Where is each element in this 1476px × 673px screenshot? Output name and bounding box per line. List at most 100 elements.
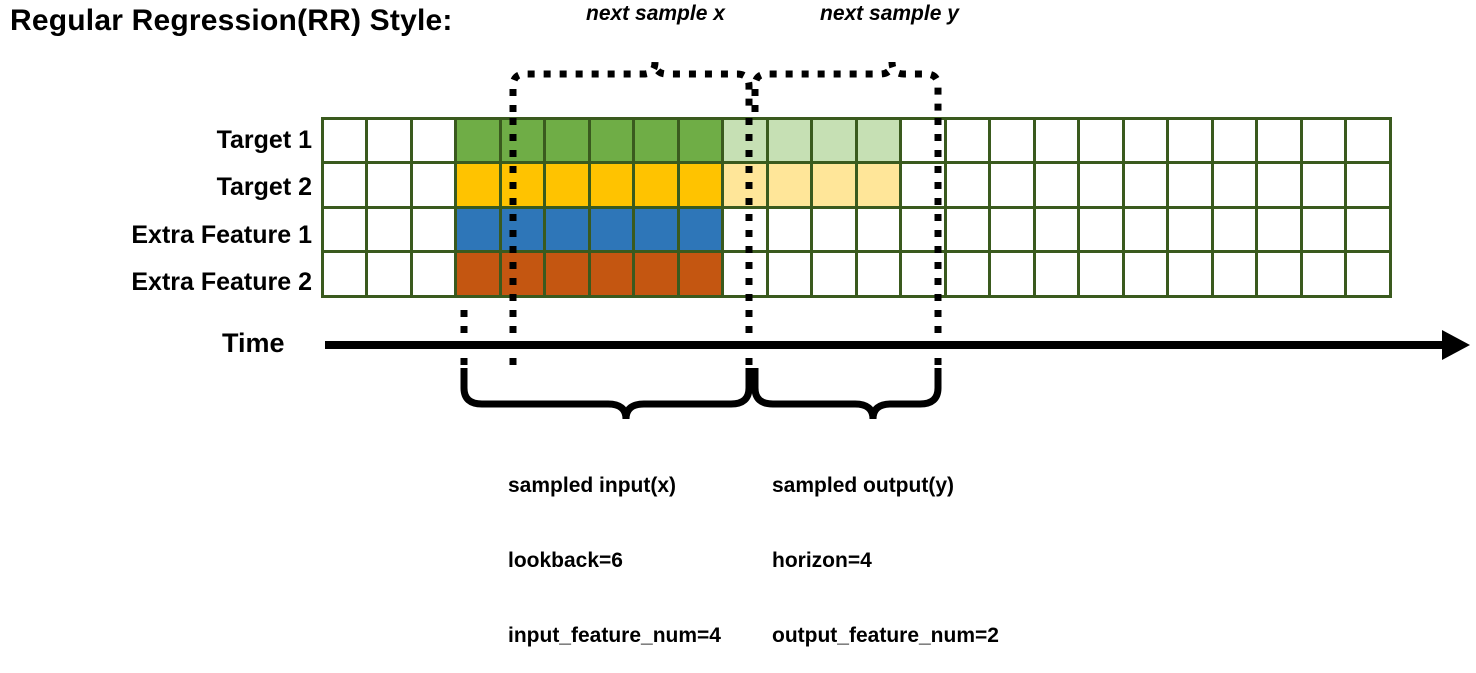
timeline-cell-empty bbox=[988, 250, 1036, 298]
timeline-cell-empty bbox=[1344, 250, 1392, 298]
timeline-cell-empty bbox=[1299, 161, 1347, 209]
timeline-cell-empty bbox=[1255, 205, 1303, 253]
timeline-cell-empty bbox=[1344, 161, 1392, 209]
timeline-row bbox=[320, 205, 1392, 253]
timeline-cell-empty bbox=[1121, 116, 1169, 164]
timeline-cell-empty bbox=[810, 205, 858, 253]
timeline-cell-empty bbox=[1032, 116, 1080, 164]
annotation-next-sample-y: next sample y bbox=[820, 2, 959, 25]
caption-sampled-output: sampled output(y) horizon=4 output_featu… bbox=[772, 423, 999, 673]
brace-bottom-sampled-output bbox=[751, 368, 942, 420]
timeline-cell-input bbox=[587, 161, 635, 209]
timeline-cell-input bbox=[454, 116, 502, 164]
caption-input-line-3: input_feature_num=4 bbox=[508, 624, 721, 647]
timeline-row bbox=[320, 161, 1392, 209]
timeline-cell-input bbox=[632, 116, 680, 164]
timeline-cell-empty bbox=[1255, 116, 1303, 164]
timeline-cell-empty bbox=[1121, 250, 1169, 298]
timeline-cell-empty bbox=[1210, 205, 1258, 253]
caption-output-line-1: sampled output(y) bbox=[772, 474, 954, 497]
timeline-cell-empty bbox=[1077, 205, 1125, 253]
timeline-cell-input bbox=[454, 205, 502, 253]
timeline-cell-empty bbox=[409, 205, 457, 253]
timeline-cell-empty bbox=[1255, 250, 1303, 298]
timeline-cell-empty bbox=[721, 250, 769, 298]
page-title: Regular Regression(RR) Style: bbox=[10, 4, 453, 37]
timeline-cell-output bbox=[854, 161, 902, 209]
timeline-grid bbox=[320, 116, 1392, 298]
timeline-cell-empty bbox=[854, 250, 902, 298]
timeline-cell-empty bbox=[1210, 116, 1258, 164]
timeline-cell-empty bbox=[765, 205, 813, 253]
timeline-cell-empty bbox=[721, 205, 769, 253]
brace-bottom-sampled-input bbox=[460, 368, 753, 420]
timeline-cell-empty bbox=[1121, 161, 1169, 209]
timeline-cell-output bbox=[810, 116, 858, 164]
timeline-cell-empty bbox=[943, 161, 991, 209]
timeline-cell-empty bbox=[409, 250, 457, 298]
timeline-cell-empty bbox=[810, 250, 858, 298]
timeline-cell-output bbox=[810, 161, 858, 209]
timeline-cell-input bbox=[587, 205, 635, 253]
timeline-cell-input bbox=[498, 116, 546, 164]
timeline-cell-empty bbox=[899, 116, 947, 164]
timeline-cell-empty bbox=[854, 205, 902, 253]
timeline-cell-empty bbox=[1077, 250, 1125, 298]
brace-top-next-sample-y bbox=[751, 61, 942, 112]
timeline-cell-empty bbox=[943, 205, 991, 253]
timeline-cell-empty bbox=[365, 116, 413, 164]
timeline-cell-input bbox=[454, 250, 502, 298]
caption-sampled-input: sampled input(x) lookback=6 input_featur… bbox=[508, 423, 721, 673]
timeline-cell-empty bbox=[988, 205, 1036, 253]
timeline-cell-input bbox=[543, 250, 591, 298]
timeline-cell-input bbox=[498, 161, 546, 209]
timeline-cell-empty bbox=[765, 250, 813, 298]
timeline-cell-empty bbox=[1344, 116, 1392, 164]
timeline-cell-empty bbox=[1255, 161, 1303, 209]
annotation-next-sample-x: next sample x bbox=[586, 2, 725, 25]
timeline-cell-input bbox=[498, 250, 546, 298]
timeline-cell-empty bbox=[365, 250, 413, 298]
timeline-cell-empty bbox=[1077, 161, 1125, 209]
caption-input-line-2: lookback=6 bbox=[508, 549, 623, 572]
timeline-cell-empty bbox=[365, 161, 413, 209]
timeline-cell-empty bbox=[1166, 161, 1214, 209]
timeline-cell-empty bbox=[1299, 116, 1347, 164]
timeline-cell-empty bbox=[320, 116, 368, 164]
timeline-cell-empty bbox=[1077, 116, 1125, 164]
timeline-cell-input bbox=[676, 161, 724, 209]
timeline-cell-empty bbox=[1299, 205, 1347, 253]
timeline-cell-empty bbox=[943, 116, 991, 164]
timeline-cell-input bbox=[498, 205, 546, 253]
caption-input-line-1: sampled input(x) bbox=[508, 474, 677, 497]
timeline-cell-input bbox=[676, 205, 724, 253]
brace-top-next-sample-x bbox=[509, 61, 753, 112]
timeline-cell-empty bbox=[1344, 205, 1392, 253]
timeline-cell-empty bbox=[365, 205, 413, 253]
caption-output-line-2: horizon=4 bbox=[772, 549, 872, 572]
timeline-cell-empty bbox=[1166, 205, 1214, 253]
timeline-cell-empty bbox=[1032, 250, 1080, 298]
caption-output-line-3: output_feature_num=2 bbox=[772, 624, 999, 647]
timeline-cell-input bbox=[632, 205, 680, 253]
timeline-cell-empty bbox=[1121, 205, 1169, 253]
timeline-cell-empty bbox=[899, 205, 947, 253]
timeline-cell-empty bbox=[1032, 161, 1080, 209]
timeline-cell-empty bbox=[320, 161, 368, 209]
timeline-cell-input bbox=[543, 116, 591, 164]
timeline-row bbox=[320, 116, 1392, 164]
timeline-cell-output bbox=[721, 116, 769, 164]
timeline-cell-empty bbox=[320, 205, 368, 253]
row-label-extra-feature-2: Extra Feature 2 bbox=[131, 268, 312, 296]
timeline-cell-empty bbox=[1210, 250, 1258, 298]
timeline-cell-input bbox=[676, 250, 724, 298]
timeline-cell-empty bbox=[1166, 116, 1214, 164]
timeline-cell-empty bbox=[1210, 161, 1258, 209]
timeline-cell-output bbox=[765, 161, 813, 209]
timeline-cell-empty bbox=[1032, 205, 1080, 253]
timeline-cell-empty bbox=[943, 250, 991, 298]
timeline-cell-empty bbox=[320, 250, 368, 298]
timeline-cell-empty bbox=[988, 116, 1036, 164]
timeline-cell-output bbox=[854, 116, 902, 164]
timeline-cell-input bbox=[676, 116, 724, 164]
